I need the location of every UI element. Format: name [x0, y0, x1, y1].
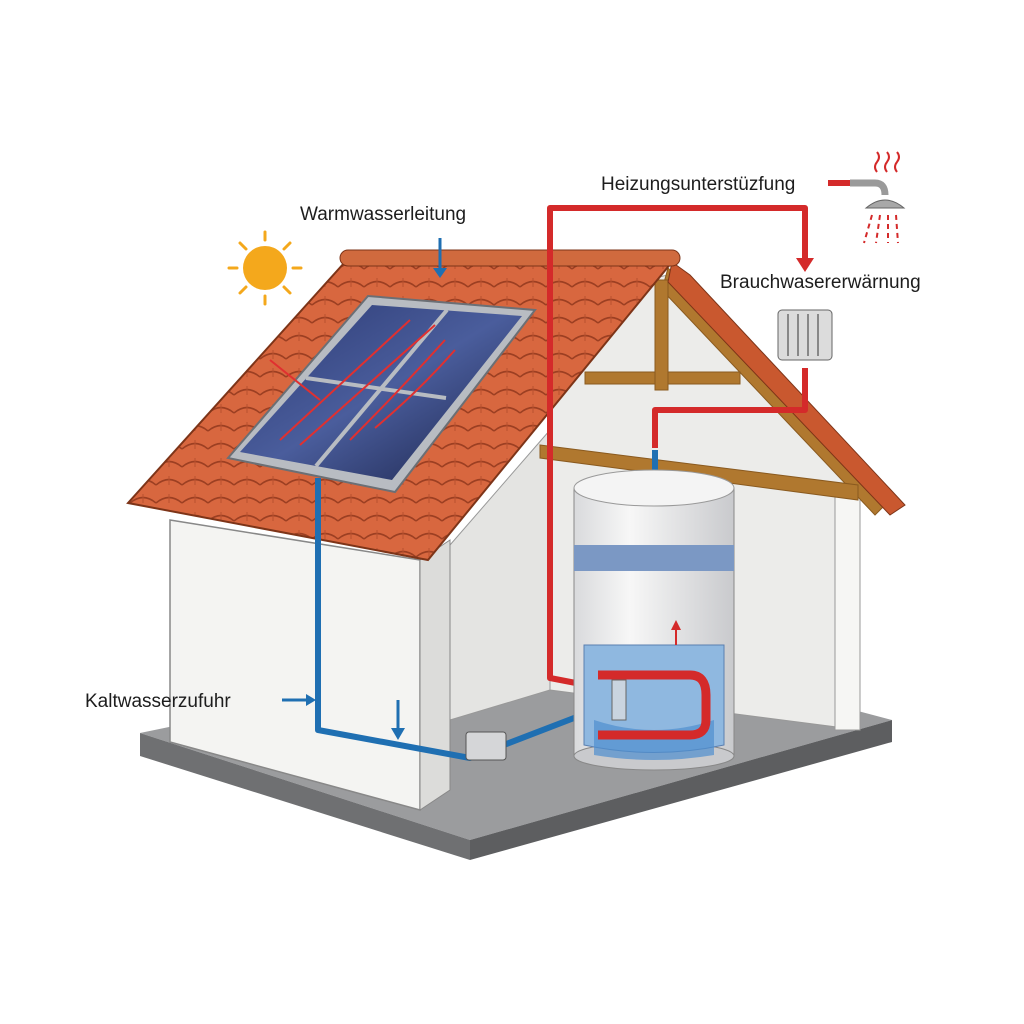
storage-tank	[573, 469, 735, 771]
shower-icon	[850, 151, 906, 244]
label-heizungsunterstuetzung: Heizungsunterstüzfung	[601, 174, 795, 195]
cold-water-pipe	[315, 450, 658, 761]
label-warmwasserleitung: Warmwasserleitung	[300, 204, 466, 225]
radiator-icon	[777, 309, 833, 361]
pump-icon	[465, 731, 507, 761]
label-brauchwassererwaermung: Brauchwasererwärnung	[720, 272, 921, 293]
solar-panel	[226, 294, 537, 494]
sun-icon	[227, 230, 303, 306]
label-kaltwasserzufuhr: Kaltwasserzufuhr	[85, 691, 231, 712]
